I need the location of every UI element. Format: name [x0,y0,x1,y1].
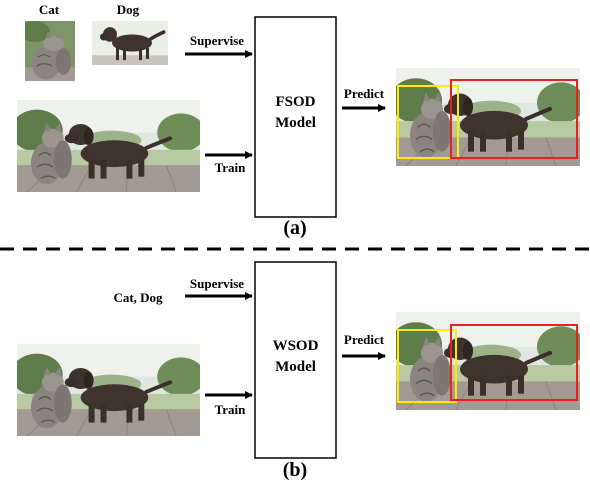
model-name-line1: WSOD [273,338,319,354]
predict-label: Predict [344,86,385,101]
support-label-dog: Dog [117,2,140,17]
wsod-model-box [254,261,337,459]
prediction-image [390,68,585,166]
panel-a: Cat Dog Supervise Train FSOD Model Predi… [17,2,585,239]
train-label: Train [215,402,247,417]
model-name-line2: Model [275,115,316,131]
model-name-line2: Model [275,359,316,375]
supervise-label: Supervise [190,33,244,48]
query-image [17,100,200,192]
dog-detection-box [450,79,578,159]
panel-b: Cat, Dog Supervise Train WSOD Model Pred… [17,261,585,481]
model-name-line1: FSOD [275,94,315,110]
fsod-model-box [254,16,337,218]
support-image-cat [25,21,75,81]
cat-detection-box [397,85,459,159]
train-label: Train [215,160,247,175]
predict-label: Predict [344,332,385,347]
dog-detection-box [450,324,578,401]
supervise-label: Supervise [190,276,244,291]
prediction-image [390,312,585,410]
support-label-cat: Cat [39,2,60,17]
training-image [17,344,200,436]
panel-caption-a: (a) [283,217,306,239]
panel-caption-b: (b) [283,459,307,481]
class-labels: Cat, Dog [113,290,163,305]
support-image-dog [92,21,168,65]
cat-detection-box [397,329,457,403]
